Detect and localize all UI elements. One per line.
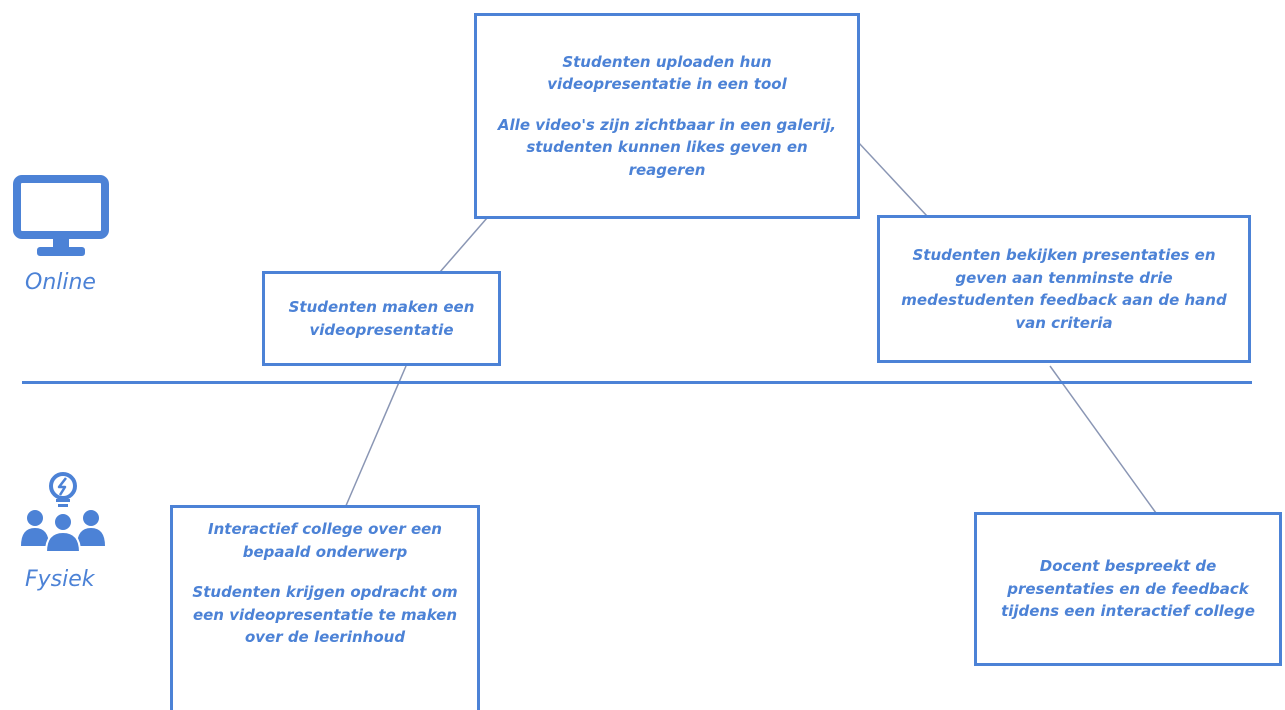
step-teacher-text: Docent bespreekt de presentaties en de f… (1001, 557, 1255, 621)
lane-label-online: Online (25, 270, 96, 295)
step-upload-box: Studenten uploaden hun videopresentatie … (474, 13, 860, 219)
step-lecture-text-1: Interactief college over een bepaald ond… (208, 520, 442, 561)
lane-label-fysiek: Fysiek (25, 567, 95, 592)
connector-lecture-to-make (344, 365, 407, 509)
step-review-text: Studenten bekijken presentaties en geven… (901, 246, 1227, 332)
step-upload-text-2: Alle video's zijn zichtbaar in een galer… (497, 115, 837, 179)
lane-divider (22, 381, 1252, 384)
step-review-box: Studenten bekijken presentaties en geven… (877, 215, 1251, 363)
connector-review-to-teacher (1049, 365, 1157, 514)
step-make-video-box: Studenten maken een videopresentatie (262, 271, 501, 366)
step-lecture-text-2: Studenten krijgen opdracht om een videop… (192, 583, 458, 646)
connector-make-to-upload (439, 217, 488, 273)
step-teacher-discussion-box: Docent bespreekt de presentaties en de f… (974, 512, 1282, 666)
connector-upload-to-review (857, 141, 928, 217)
step-upload-text-1: Studenten uploaden hun videopresentatie … (547, 52, 787, 94)
group-lightbulb-icon (21, 472, 105, 552)
step-make-video-text: Studenten maken een videopresentatie (288, 298, 475, 339)
step-interactive-lecture-box: Interactief college over een bepaald ond… (170, 505, 480, 710)
monitor-icon (13, 175, 109, 256)
